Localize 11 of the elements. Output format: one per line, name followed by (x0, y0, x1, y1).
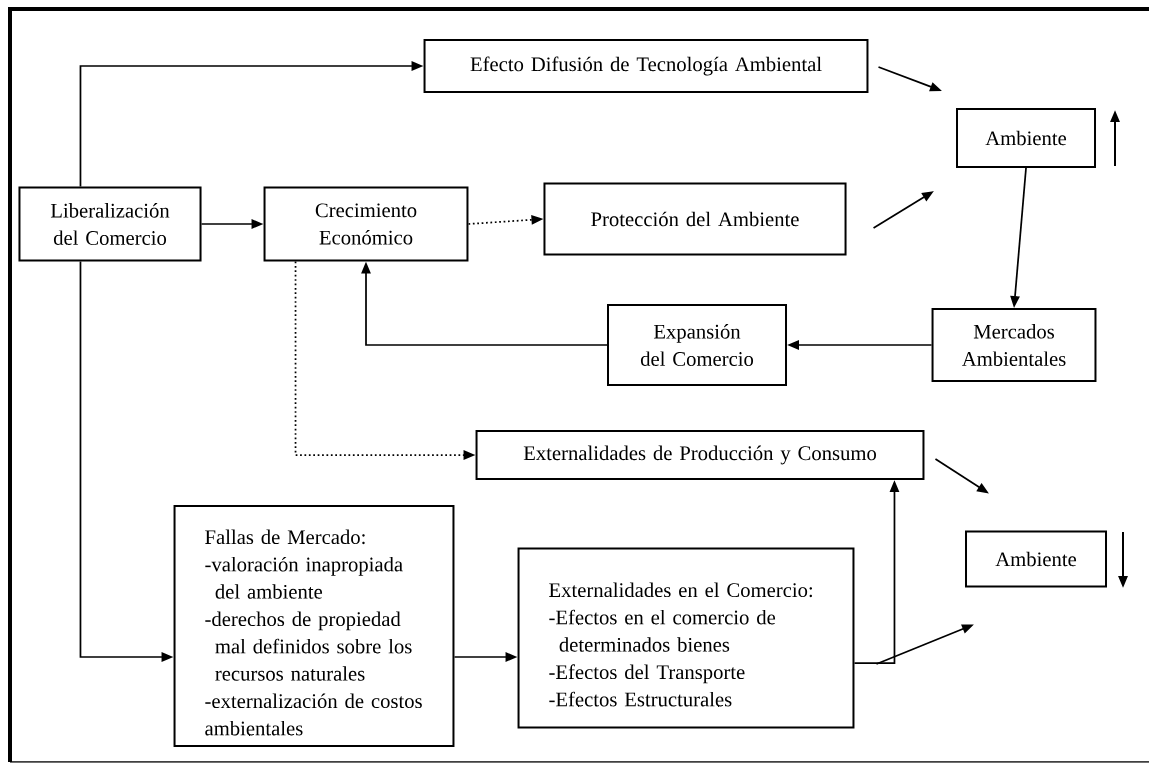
process-box: Protección del Ambiente (543, 182, 847, 256)
process-box: Externalidades de Producción y Consumo (475, 430, 925, 480)
process-box: Expansión del Comercio (607, 304, 787, 386)
result-box: Ambiente (956, 108, 1096, 168)
process-box: Efecto Difusión de Tecnología Ambiental (423, 39, 869, 93)
process-box: Mercados Ambientales (931, 308, 1097, 382)
process-box: Liberalización del Comercio (18, 186, 202, 262)
list-box: Fallas de Mercado: -valoración inapropiada del ambiente -derechos de propiedad mal definidos sobre los recursos naturales -externalización de costos ambientales (173, 505, 455, 747)
process-box: Crecimiento Económico (263, 186, 469, 262)
result-box: Ambiente (965, 530, 1107, 588)
list-box: Externalidades en el Comercio: -Efectos en el comercio de determinados bienes -Efectos del Transporte -Efectos Estructurales (517, 547, 855, 729)
